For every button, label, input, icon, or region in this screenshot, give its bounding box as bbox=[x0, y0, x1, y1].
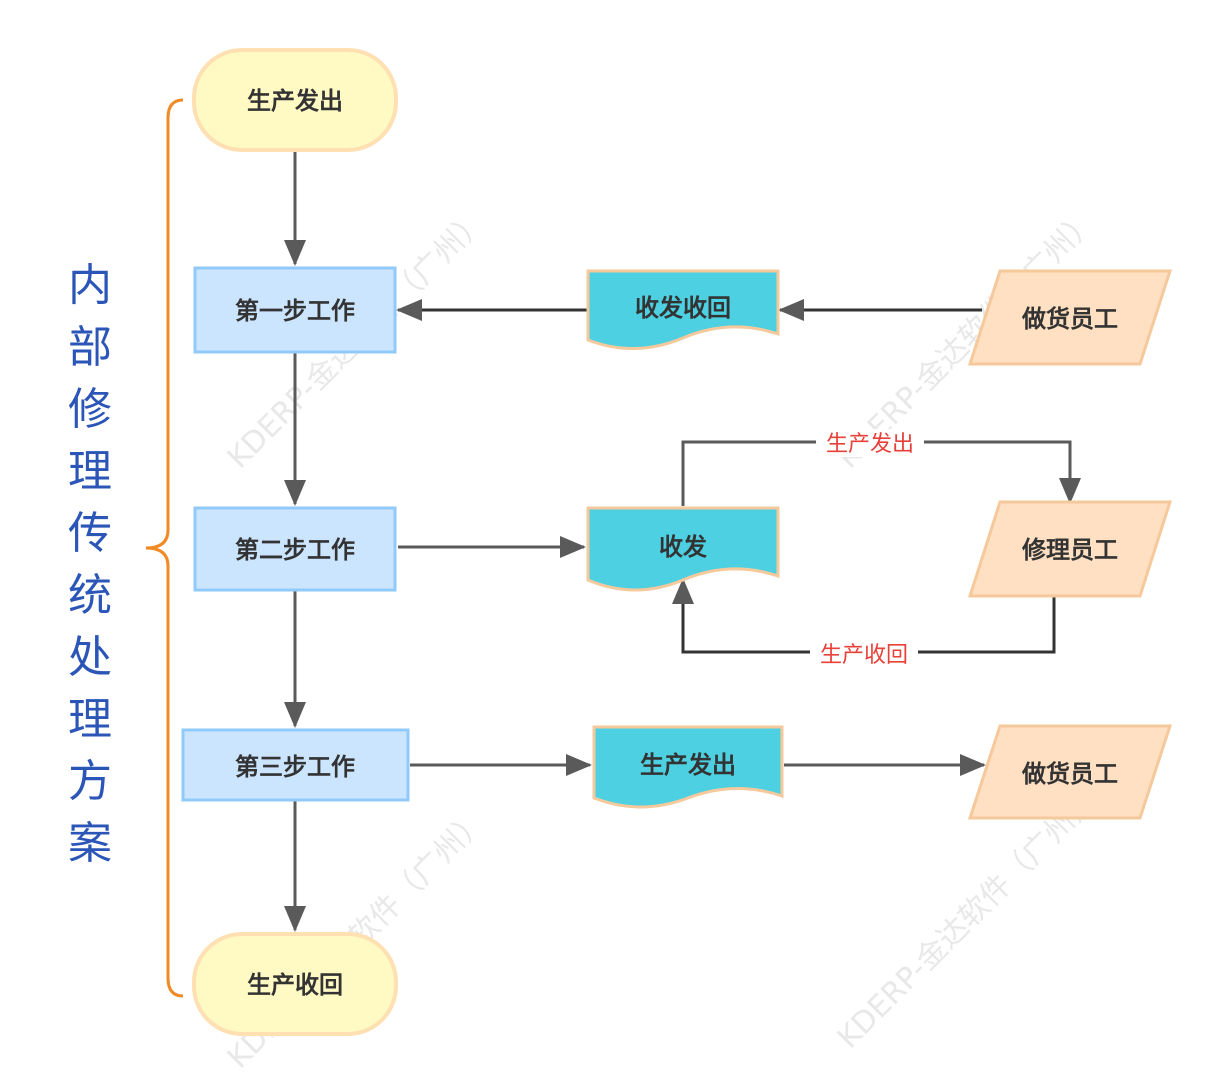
io-worker3: 做货员工 bbox=[967, 724, 1173, 820]
document-doc3-label: 生产发出 bbox=[640, 751, 736, 779]
terminal-start-label: 生产发出 bbox=[247, 87, 343, 115]
process-step1-label: 第一步工作 bbox=[235, 297, 355, 325]
side-title-char: 理 bbox=[68, 446, 112, 497]
side-title-char: 统 bbox=[68, 570, 112, 621]
io-worker1: 做货员工 bbox=[967, 269, 1173, 366]
edge-label-bottom: 生产收回 bbox=[820, 643, 908, 668]
side-title-char: 方 bbox=[68, 756, 112, 807]
terminal-end: 生产收回 bbox=[192, 932, 398, 1036]
side-title-char: 处 bbox=[68, 632, 112, 683]
side-title-char: 案 bbox=[68, 818, 112, 869]
side-title-char: 修 bbox=[68, 384, 112, 435]
process-step1: 第一步工作 bbox=[193, 266, 397, 354]
side-title: 内部修理传统处理方案 bbox=[68, 260, 112, 869]
process-step3-label: 第三步工作 bbox=[235, 753, 355, 781]
edge-label-bottom-bg bbox=[810, 640, 918, 668]
document-doc3: 生产发出 bbox=[592, 725, 784, 809]
document-doc2: 收发 bbox=[586, 506, 780, 592]
watermark-4: KDERP-金达软件（广州） bbox=[831, 783, 1104, 1056]
side-title-char: 传 bbox=[68, 508, 112, 559]
process-step3: 第三步工作 bbox=[181, 728, 410, 802]
io-worker3-label: 做货员工 bbox=[1021, 760, 1118, 788]
edge-label-top-bg bbox=[816, 429, 924, 457]
terminal-start: 生产发出 bbox=[192, 48, 398, 152]
io-worker1-label: 做货员工 bbox=[1021, 305, 1118, 333]
side-title-char: 内 bbox=[68, 260, 112, 311]
document-doc1-label: 收发收回 bbox=[635, 294, 731, 322]
io-worker2: 修理员工 bbox=[967, 500, 1173, 598]
side-title-char: 理 bbox=[68, 694, 112, 745]
process-step2-label: 第二步工作 bbox=[235, 536, 355, 564]
process-step2: 第二步工作 bbox=[193, 506, 397, 592]
io-worker2-label: 修理员工 bbox=[1021, 536, 1118, 564]
terminal-end-label: 生产收回 bbox=[247, 971, 343, 999]
document-doc2-label: 收发 bbox=[659, 533, 707, 561]
document-doc1: 收发收回 bbox=[586, 269, 780, 350]
side-brace bbox=[145, 98, 184, 998]
side-title-char: 部 bbox=[68, 322, 112, 373]
edge-label-top: 生产发出 bbox=[826, 432, 914, 457]
